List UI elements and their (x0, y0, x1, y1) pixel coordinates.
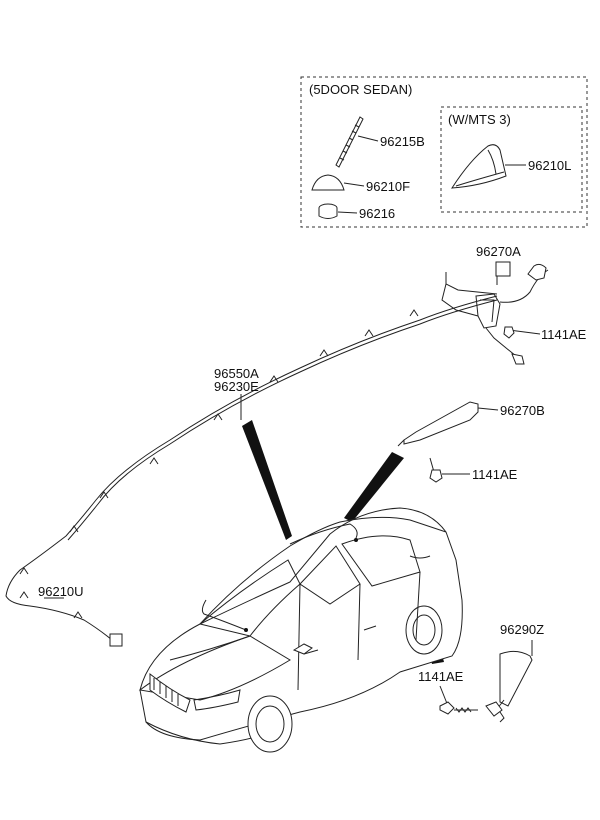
label-1141AE-rear: 1141AE (541, 327, 587, 342)
label-96216: 96216 (359, 206, 395, 221)
label-96210L: 96210L (528, 158, 571, 173)
antenna-base-part (311, 174, 365, 191)
shark-fin-antenna-part (451, 144, 526, 189)
label-96550A: 96550A (214, 366, 259, 381)
bolt-bottom (439, 685, 478, 715)
sedan-option-box: (5DOOR SEDAN) (W/MTS 3) 96215B 96210F 96… (300, 76, 588, 228)
label-96210F: 96210F (366, 179, 410, 194)
pointer-band-roof (242, 420, 292, 540)
label-96210U: 96210U (38, 584, 84, 599)
inner-box-title: (W/MTS 3) (448, 112, 511, 127)
label-96270A: 96270A (476, 244, 521, 259)
label-96290Z: 96290Z (500, 622, 544, 637)
sedan-car-illustration (138, 507, 463, 753)
pointer-band-rear (344, 452, 404, 522)
outer-box-title: (5DOOR SEDAN) (309, 82, 412, 97)
antenna-nut-part (318, 203, 358, 219)
side-antenna-96290Z (485, 640, 533, 723)
label-96230E: 96230E (214, 379, 259, 394)
label-96270B: 96270B (500, 403, 545, 418)
outer-dashed-box (300, 76, 588, 228)
label-96215B: 96215B (380, 134, 425, 149)
rear-antenna-assembly (441, 261, 549, 365)
bolt-middle (429, 457, 470, 483)
feeder-cable (5, 295, 498, 647)
bracket-96270B (397, 401, 499, 447)
inner-dashed-box (440, 106, 583, 213)
label-1141AE-middle: 1141AE (472, 467, 518, 482)
label-1141AE-bottom: 1141AE (418, 669, 464, 684)
antenna-rod-part (335, 116, 379, 168)
